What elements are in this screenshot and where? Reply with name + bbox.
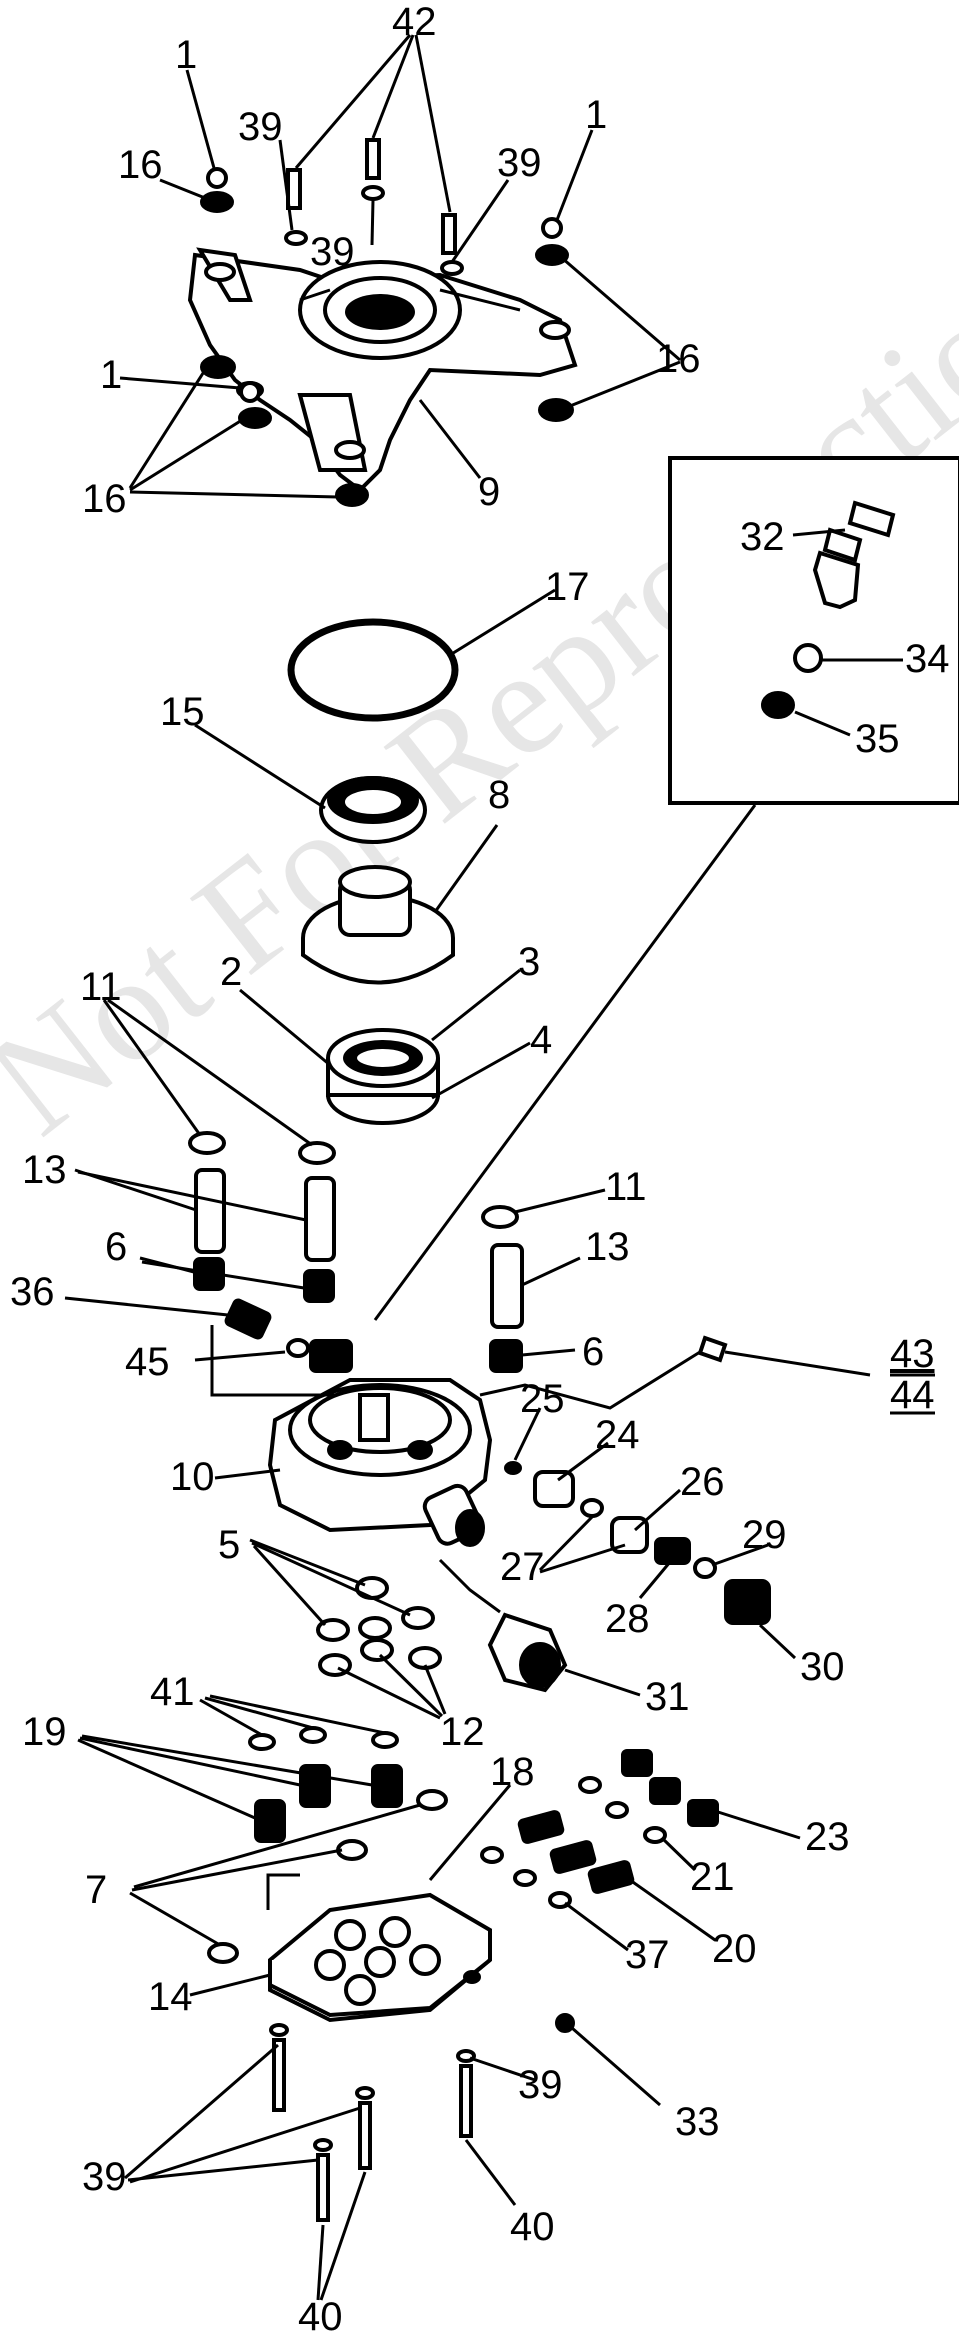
callout-12: 12 [440,1710,485,1754]
o-ring-17 [287,618,459,722]
callout-16: 16 [82,477,127,521]
callout-30: 30 [800,1645,845,1689]
pump-flange-assembly [187,247,578,493]
callout-3: 3 [518,940,540,984]
callout-20: 20 [712,1927,757,1971]
callout-13: 13 [585,1225,630,1269]
callout-43-44: 43 44 [890,1332,935,1417]
callout-25: 25 [520,1377,565,1421]
manifold-housing-10 [224,1298,493,1547]
callout-5: 5 [218,1523,240,1567]
callout-45: 45 [125,1340,170,1384]
callout-6: 6 [582,1330,604,1374]
callout-labels: 42 1 39 1 16 39 39 16 1 16 9 32 34 35 17… [10,0,950,2333]
bottom-fasteners [269,2023,476,2222]
callout-1: 1 [175,33,197,77]
callout-34: 34 [905,637,950,681]
callout-27: 27 [500,1545,545,1589]
callout-39: 39 [82,2155,127,2199]
callout-43: 43 [890,1332,935,1376]
manifold-14 [268,1892,575,2033]
check-valves [207,1726,448,1964]
callout-8: 8 [488,773,510,817]
discharge-valves [480,1749,719,1909]
callout-19: 19 [22,1710,67,1754]
callout-42: 42 [392,0,437,44]
callout-40: 40 [510,2205,555,2249]
seal-15 [319,776,427,844]
callout-11: 11 [80,965,122,1009]
callout-44: 44 [890,1373,935,1417]
leader-lines [64,34,903,2301]
thrust-bearing [326,1028,440,1125]
callout-6: 6 [105,1225,127,1269]
callout-23: 23 [805,1815,850,1859]
callout-7: 7 [85,1868,107,1912]
callout-1: 1 [585,93,607,137]
callout-18: 18 [490,1750,535,1794]
callout-24: 24 [595,1413,640,1457]
callout-1: 1 [100,353,122,397]
callout-11: 11 [605,1165,647,1209]
inset-box-fitting [668,456,959,805]
callout-13: 13 [22,1148,67,1192]
callout-21: 21 [690,1855,735,1899]
callout-36: 36 [10,1270,55,1314]
callout-33: 33 [675,2100,720,2144]
callout-16: 16 [118,143,163,187]
callout-31: 31 [645,1675,690,1719]
callout-9: 9 [478,470,500,514]
unloader-parts [487,1335,771,1693]
callout-14: 14 [148,1975,193,2019]
callout-39: 39 [518,2063,563,2107]
washers-5-12 [316,1576,442,1677]
pistons [188,1131,524,1373]
swash-plate-8 [301,865,455,985]
callout-41: 41 [150,1670,195,1714]
callout-35: 35 [855,717,900,761]
callout-10: 10 [170,1455,215,1499]
callout-39: 39 [310,230,355,274]
callout-37: 37 [625,1933,670,1977]
callout-26: 26 [680,1460,725,1504]
callout-39: 39 [497,141,542,185]
callout-16: 16 [656,337,701,381]
callout-2: 2 [220,950,242,994]
callout-29: 29 [742,1513,787,1557]
callout-15: 15 [160,690,205,734]
callout-17: 17 [545,565,590,609]
callout-40: 40 [298,2295,343,2333]
callout-28: 28 [605,1597,650,1641]
callout-39: 39 [238,105,283,149]
callout-4: 4 [530,1018,552,1062]
callout-32: 32 [740,515,785,559]
